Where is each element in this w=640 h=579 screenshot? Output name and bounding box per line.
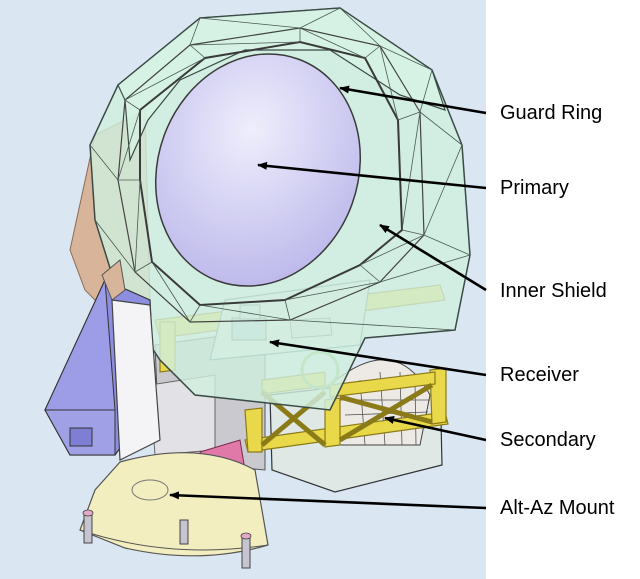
leader-inner-shield	[379, 223, 487, 292]
label-inner-shield: Inner Shield	[500, 280, 607, 302]
label-receiver: Receiver	[500, 364, 579, 386]
leader-lines	[169, 85, 487, 510]
label-alt-az-mount: Alt-Az Mount	[500, 497, 615, 519]
support-panel	[111, 299, 161, 461]
leader-primary	[257, 161, 487, 190]
arm-plate	[69, 427, 93, 447]
ring-truss	[89, 7, 471, 331]
label-primary: Primary	[500, 177, 569, 199]
leader-alt-az-mount	[169, 491, 487, 510]
primary-mirror	[154, 53, 362, 287]
leader-secondary	[384, 416, 487, 442]
label-secondary: Secondary	[500, 429, 596, 451]
leader-guard-ring	[339, 85, 487, 115]
label-guard-ring: Guard Ring	[500, 102, 603, 124]
leader-receiver	[269, 339, 487, 377]
mount-base	[79, 452, 269, 557]
front-ring	[139, 40, 404, 307]
